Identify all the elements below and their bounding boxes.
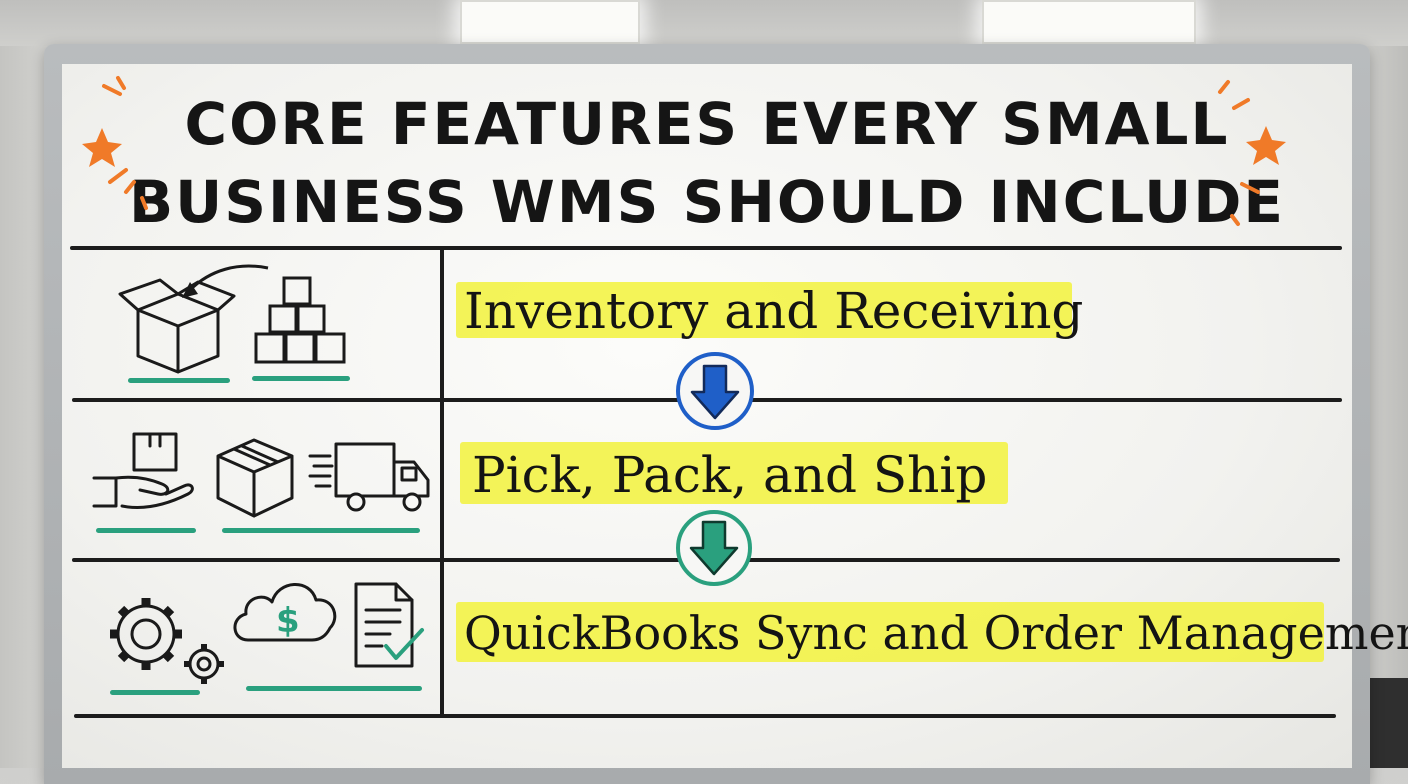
row1-label: Inventory and Receiving: [464, 282, 1084, 340]
row2-label: Pick, Pack, and Ship: [472, 446, 988, 504]
row2-underline-2: [222, 528, 420, 533]
package-icon: [216, 438, 294, 518]
floor-corner: [1363, 678, 1408, 768]
title-line-1: CORE FEATURES EVERY SMALL: [184, 90, 1230, 158]
row3-highlight: [456, 602, 1324, 662]
wall-left: [0, 46, 50, 768]
blue-down-arrow-icon: [676, 352, 754, 430]
ceiling-light-right: [982, 0, 1196, 44]
star-right-icon: [1218, 80, 1286, 226]
hand-box-icon: [92, 432, 194, 509]
title-line-2: BUSINESS WMS SHOULD INCLUDE: [128, 168, 1286, 236]
divider-bottom: [74, 714, 1336, 718]
ceiling-light-left: [460, 0, 640, 44]
delivery-truck-icon: [308, 442, 430, 512]
document-check-icon: [354, 582, 424, 668]
svg-text:$: $: [276, 601, 300, 641]
green-down-arrow-icon: [676, 510, 752, 586]
stacked-boxes-icon: [254, 276, 346, 364]
row3-label: QuickBooks Sync and Order Management: [464, 606, 1408, 660]
row1-underline-2: [252, 376, 350, 381]
whiteboard: CORE FEATURES EVERY SMALL BUSINESS WMS S…: [62, 64, 1408, 768]
open-box-icon: [118, 264, 269, 374]
row3-underline-1: [110, 690, 200, 695]
star-left-icon: [82, 76, 148, 210]
cloud-dollar-icon: $: [233, 583, 337, 642]
row2-underline-1: [96, 528, 196, 533]
divider-top: [70, 246, 1342, 250]
divider-vertical: [440, 248, 444, 716]
row1-highlight: [456, 282, 1072, 338]
row1-underline-1: [128, 378, 230, 383]
row3-underline-2: [246, 686, 422, 691]
ceiling: [0, 0, 1408, 46]
gears-icon: [110, 598, 224, 684]
row2-highlight: [460, 442, 1008, 504]
